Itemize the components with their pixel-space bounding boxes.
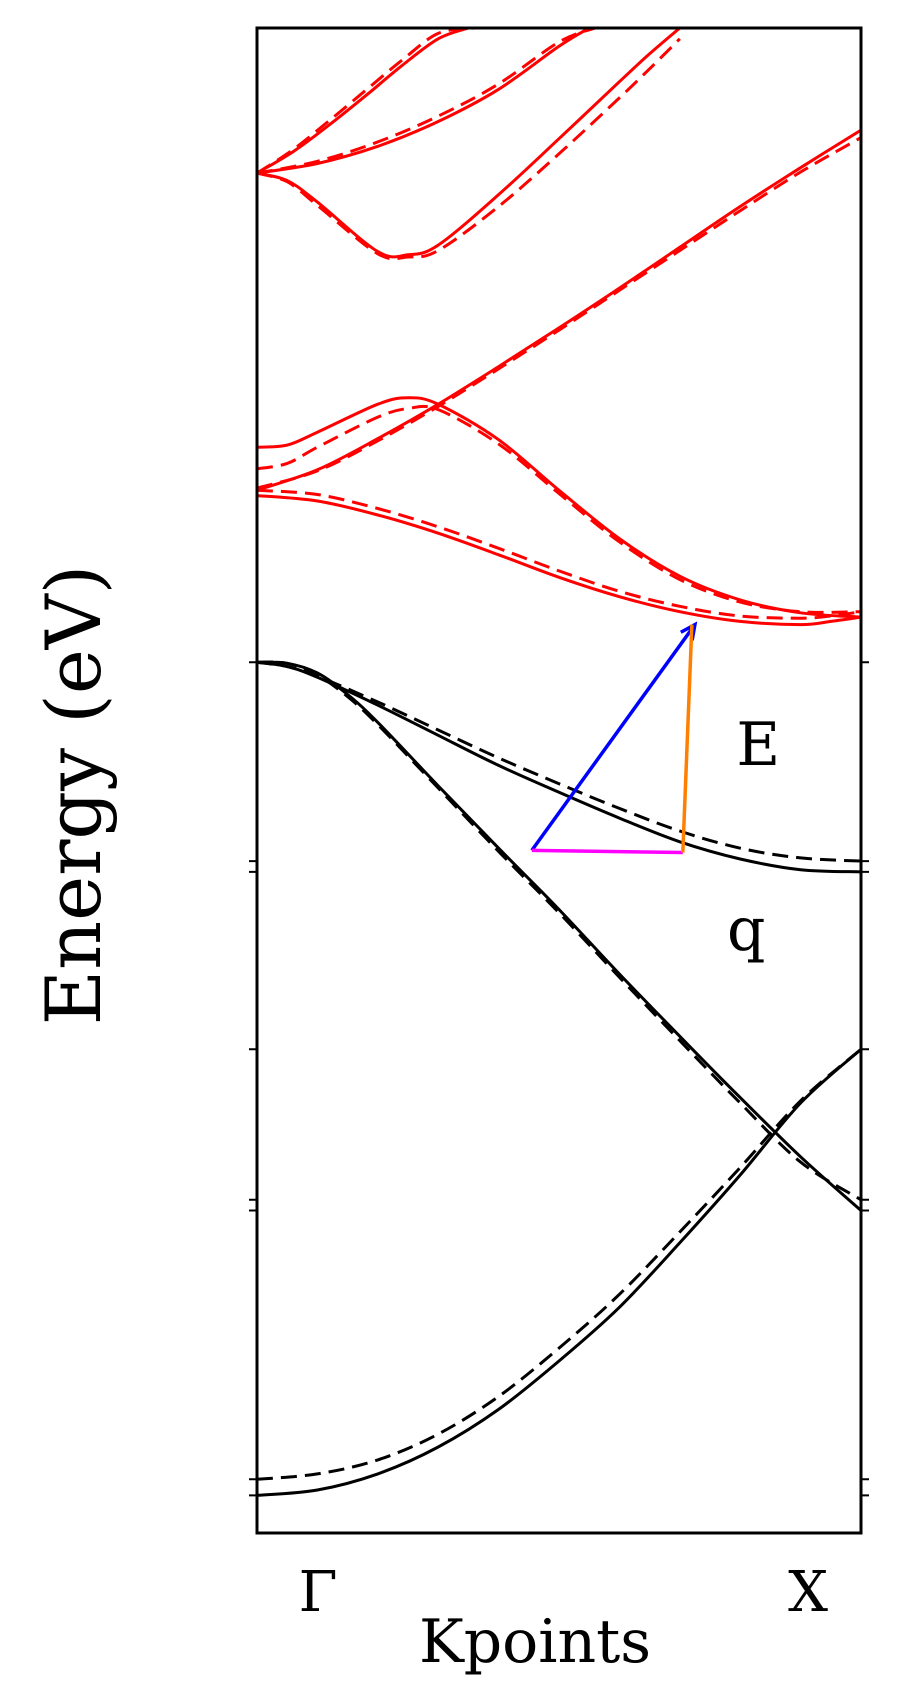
x-tick-x: X xyxy=(788,1560,828,1625)
energy-arrow xyxy=(681,624,694,853)
y-axis-tick-marks xyxy=(249,661,869,1497)
valence-band-solid-0 xyxy=(257,1048,861,1497)
transition-annotations xyxy=(530,621,698,855)
conduction-band-solid-6 xyxy=(257,494,861,627)
conduction-band-solid-10 xyxy=(257,128,861,492)
x-tick-gamma: Γ xyxy=(299,1560,338,1625)
conduction-band-solid-14 xyxy=(257,28,590,175)
valence-band-dashed-5 xyxy=(257,660,861,863)
conduction-band-dashed-15 xyxy=(257,28,596,175)
energy-label: E xyxy=(736,710,780,780)
conduction-band-solid-16 xyxy=(257,28,469,175)
x-axis-label: Kpoints xyxy=(419,1607,651,1677)
transition-arrow xyxy=(530,623,697,852)
conduction-band-dashed-17 xyxy=(257,28,475,175)
conduction-band-solid-12 xyxy=(257,28,681,259)
valence-band-solid-2 xyxy=(257,660,861,1212)
momentum-arrow xyxy=(531,848,683,855)
plot-frame xyxy=(255,26,863,1535)
valence-band-dashed-3 xyxy=(257,660,861,1202)
conduction-band-dashed-13 xyxy=(257,37,681,261)
conduction-band-dashed-11 xyxy=(257,136,861,490)
y-axis-label: Energy (eV) xyxy=(29,565,118,1026)
conduction-band-solid-8 xyxy=(257,396,861,619)
band-lines xyxy=(257,28,861,1497)
conduction-band-dashed-7 xyxy=(257,488,861,620)
valence-band-dashed-1 xyxy=(257,1048,861,1481)
conduction-band-dashed-9 xyxy=(257,404,861,614)
momentum-label: q xyxy=(727,895,765,965)
